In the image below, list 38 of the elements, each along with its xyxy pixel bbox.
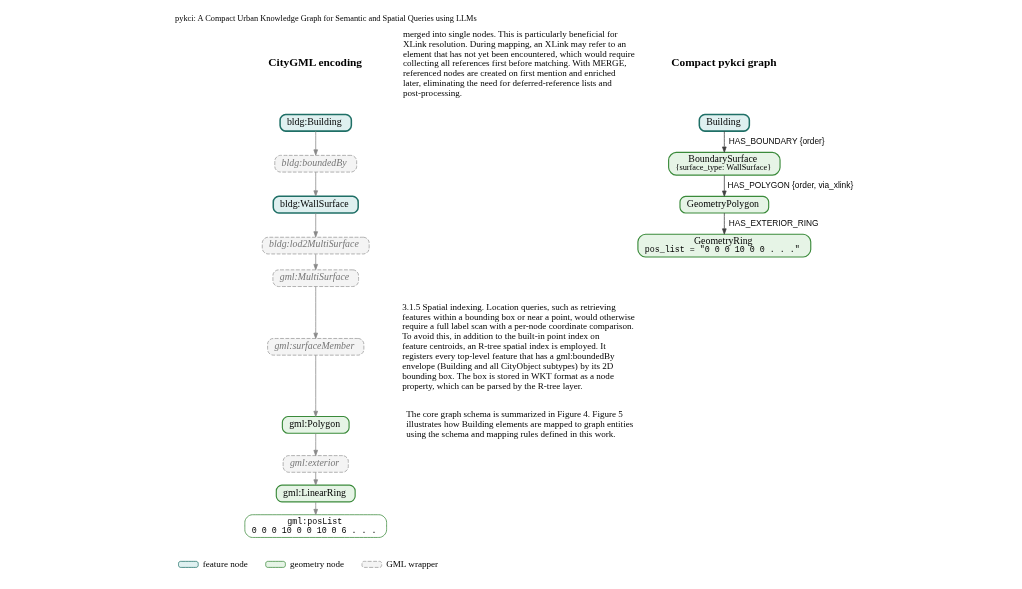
legend-label: geometry node xyxy=(289,558,344,569)
node-box: gml:LinearRing xyxy=(275,484,356,503)
arrow xyxy=(313,212,318,238)
arrow xyxy=(313,171,318,197)
node-box: GeometryRing pos_list = "0 0 0 10 0 0 . . ." xyxy=(636,233,811,258)
arrow xyxy=(313,472,318,486)
arrow xyxy=(721,212,727,235)
label: The core graph schema is summarized in Figure 4. Figure 5 illustrates how Building elements are mapped to graph entities using the schema and mapping rules defined in this work. xyxy=(405,409,633,440)
arrow xyxy=(313,286,318,339)
edge-label: HAS_EXTERIOR_RING xyxy=(728,217,819,228)
node-box: Building xyxy=(698,113,750,132)
node-box: bldg:lod2MultiSurface xyxy=(261,236,370,255)
edge-label: HAS_BOUNDARY {order} xyxy=(728,135,825,146)
label: pykci: A Compact Urban Knowledge Graph for Semantic and Spatial Queries using LLMs xyxy=(174,14,477,24)
node-box: gml:exterior xyxy=(282,455,349,473)
node-box: bldg:WallSurface xyxy=(272,195,359,214)
arrow xyxy=(721,130,727,153)
arrow xyxy=(721,174,727,197)
arrow xyxy=(313,253,318,271)
node-box: gml:posList 0 0 0 10 0 0 10 0 6 . . . xyxy=(243,514,387,538)
legend-label: feature node xyxy=(202,558,248,569)
label: Compact pykci graph xyxy=(670,55,777,68)
node-box: gml:MultiSurface xyxy=(272,269,359,287)
legend-label: GML wrapper xyxy=(385,558,438,569)
node-box: gml:Polygon xyxy=(281,416,350,434)
node-box: bldg:Building xyxy=(278,113,352,132)
arrow xyxy=(313,354,318,417)
arrow xyxy=(313,130,318,156)
node-box: GeometryPolygon xyxy=(678,195,769,214)
node-box: BoundarySurface {surface_type: WallSurface} xyxy=(667,151,781,176)
node-box: gml:surfaceMember xyxy=(266,338,364,356)
label: merged into single nodes. This is particularly beneficial for XLink resolution. During mapping, an XLink may refer to an element that has not yet been encountered, which would require collecting all references first before matching. With MERGE, referenced nodes are created on first mention and enriched later, eliminating the need for deferred-reference lists and post-processing. xyxy=(402,28,635,98)
arrow xyxy=(313,432,318,456)
label: CityGML encoding xyxy=(267,55,362,68)
edge-label: HAS_POLYGON {order, via_xlink} xyxy=(726,179,853,190)
arrow xyxy=(313,501,318,516)
label: 3.1.5 Spatial indexing. Location queries, such as retrieving features within a bounding box or near a point, would otherwise require a full label scan with a per-node coordinate comparison. To avoid this, in addition to the built-in point index on feature centroids, an R-tree spatial index is employed. It registers every top-level feature that has a gml:boundedBy envelope (Building and all CityObject subtypes) by its 2D bounding box. The box is stored in WKT format as a node property, which can be parsed by the R-tree layer. xyxy=(401,301,635,391)
node-box: bldg:boundedBy xyxy=(273,155,357,173)
